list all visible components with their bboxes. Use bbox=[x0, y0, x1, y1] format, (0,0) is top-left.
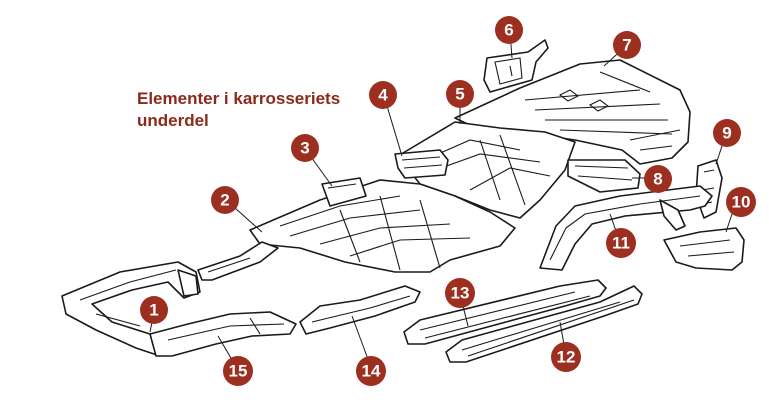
callout-14-label: 14 bbox=[362, 362, 381, 381]
callout-1-label: 1 bbox=[149, 301, 158, 320]
callout-10: 10 bbox=[726, 187, 756, 217]
title-line-2: underdel bbox=[137, 111, 209, 130]
title-line-1: Elementer i karrosseriets bbox=[137, 89, 341, 108]
callout-9-label: 9 bbox=[722, 124, 731, 143]
part-11-rail bbox=[539, 185, 713, 271]
callout-6: 6 bbox=[495, 16, 523, 44]
part-4-crossmember bbox=[394, 149, 449, 179]
part-12-sill bbox=[445, 285, 643, 363]
part-15-front-member bbox=[149, 311, 297, 357]
part-2-3-front-floor bbox=[249, 177, 516, 273]
callout-14: 14 bbox=[356, 356, 386, 386]
callouts: 1 2 3 4 5 6 7 8 9 10 11 12 13 14 15 bbox=[140, 16, 756, 386]
callout-2-label: 2 bbox=[220, 191, 229, 210]
callout-3: 3 bbox=[291, 134, 319, 162]
part-13-sill bbox=[403, 279, 607, 345]
callout-11: 11 bbox=[606, 228, 636, 258]
callout-11-label: 11 bbox=[612, 234, 630, 253]
callout-10-label: 10 bbox=[732, 193, 751, 212]
callout-9: 9 bbox=[713, 119, 741, 147]
callout-7: 7 bbox=[613, 31, 641, 59]
callout-8: 8 bbox=[644, 165, 672, 193]
diagram-title: Elementer i karrosseriets underdel bbox=[137, 88, 340, 132]
callout-13: 13 bbox=[445, 278, 475, 308]
part-6-bracket bbox=[483, 39, 549, 93]
callout-3-label: 3 bbox=[300, 139, 309, 158]
callout-12: 12 bbox=[551, 342, 581, 372]
callout-1: 1 bbox=[140, 296, 168, 324]
callout-6-label: 6 bbox=[504, 21, 513, 40]
part-1-front-frame bbox=[61, 261, 201, 357]
part-8-member bbox=[567, 159, 641, 193]
callout-4-label: 4 bbox=[378, 86, 388, 105]
part-10-bracket bbox=[663, 227, 745, 271]
callout-5: 5 bbox=[446, 80, 474, 108]
callout-8-label: 8 bbox=[653, 170, 662, 189]
callout-15-label: 15 bbox=[229, 362, 248, 381]
callout-2: 2 bbox=[211, 186, 239, 214]
part-14-member bbox=[299, 285, 421, 335]
callout-5-label: 5 bbox=[455, 85, 464, 104]
callout-7-label: 7 bbox=[622, 36, 631, 55]
callout-13-label: 13 bbox=[451, 284, 470, 303]
callout-12-label: 12 bbox=[557, 348, 576, 367]
callout-4: 4 bbox=[369, 81, 397, 109]
callout-15: 15 bbox=[223, 356, 253, 386]
part-7-rear-floor bbox=[454, 59, 691, 165]
part-2-rail bbox=[197, 241, 279, 281]
